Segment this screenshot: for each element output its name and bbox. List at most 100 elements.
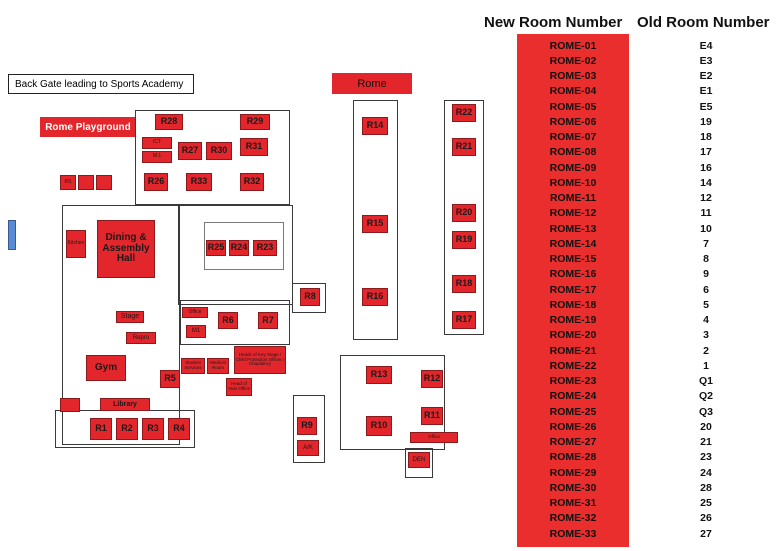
room-r10: R10 <box>366 416 392 436</box>
new-room-cell: ROME-06 <box>549 115 597 128</box>
new-room-cell: ROME-18 <box>549 298 597 311</box>
new-room-column <box>517 34 629 547</box>
stage: Stage <box>116 311 144 323</box>
old-room-cell: 14 <box>700 176 712 189</box>
new-room-cell: ROME-20 <box>549 329 597 342</box>
r8-block <box>292 283 326 313</box>
old-room-cell: 8 <box>703 253 709 265</box>
new-room-cell: ROME-11 <box>549 192 597 204</box>
new-room-cell: ROME-09 <box>549 161 597 174</box>
gym: Gym <box>86 355 126 381</box>
new-room-cell: ROME-15 <box>549 253 597 265</box>
new-room-cell: ROME-02 <box>549 54 597 67</box>
old-room-cell: 4 <box>703 314 709 326</box>
old-room-cell: Q3 <box>698 405 713 418</box>
old-room-cell: 27 <box>700 527 712 540</box>
new-room-cell: ROME-19 <box>549 314 597 326</box>
student-services: Student Services <box>181 358 205 374</box>
old-room-cell: E3 <box>699 54 713 67</box>
new-room-cell: ROME-33 <box>549 527 597 540</box>
room-r29: R29 <box>240 114 270 130</box>
room-r2: R2 <box>116 418 138 440</box>
room-r18: R18 <box>452 275 476 293</box>
corridor-block <box>180 300 290 345</box>
room-r12: R12 <box>421 370 443 388</box>
room-r32: R32 <box>240 173 264 191</box>
central-block <box>178 205 293 305</box>
library: Library <box>100 398 150 411</box>
south-east-block <box>340 355 445 450</box>
room-r9: R9 <box>297 417 317 435</box>
room-a-k: A/K <box>297 440 319 456</box>
new-room-cell: ROME-27 <box>549 436 597 448</box>
room-small-1: ICT <box>142 137 172 149</box>
room-tiny-b <box>78 175 94 190</box>
room-r30: R30 <box>206 142 232 160</box>
old-room-cell: E5 <box>699 100 713 113</box>
new-room-cell: ROME-03 <box>549 70 597 82</box>
room-r16: R16 <box>362 288 388 306</box>
new-room-cell: ROME-25 <box>549 405 597 418</box>
old-room-cell: 24 <box>700 466 712 479</box>
room-r3: R3 <box>142 418 164 440</box>
new-room-cell: ROME-32 <box>549 512 597 525</box>
old-room-cell: 3 <box>703 329 709 342</box>
old-room-cell: 17 <box>700 146 712 159</box>
new-room-cell: ROME-04 <box>549 85 597 98</box>
room-r11: R11 <box>421 407 443 425</box>
room-tiny-a: RS <box>60 175 76 190</box>
north-block <box>135 110 290 205</box>
room-r20: R20 <box>452 204 476 222</box>
new-room-cell: ROME-26 <box>549 420 597 433</box>
old-room-cell: 6 <box>703 283 709 296</box>
old-room-cell: 5 <box>703 298 709 311</box>
old-room-cell: 25 <box>700 497 712 509</box>
old-room-cell: 9 <box>703 268 709 281</box>
medical-room: Medical Room <box>207 358 229 374</box>
new-room-cell: ROME-12 <box>549 207 597 220</box>
room-r1: R1 <box>90 418 112 440</box>
new-room-cell: ROME-16 <box>549 268 597 281</box>
room-r13: R13 <box>366 366 392 384</box>
room-r8: R8 <box>300 288 320 306</box>
new-room-cell: ROME-23 <box>549 375 597 387</box>
old-room-cell: 20 <box>700 420 712 433</box>
kitchen: Kitchen <box>66 230 86 258</box>
room-r33: R33 <box>186 173 212 191</box>
playground-label: Rome Playground <box>40 117 136 137</box>
old-room-cell: 18 <box>700 131 712 143</box>
old-room-cell: 21 <box>700 436 712 448</box>
library-office <box>60 398 80 412</box>
old-room-header: Old Room Number <box>637 14 770 31</box>
room-r24: R24 <box>229 240 249 256</box>
room-r26: R26 <box>144 173 168 191</box>
room-r6: R6 <box>218 312 238 329</box>
entrance-marker <box>8 220 16 250</box>
old-room-cell: E4 <box>699 39 713 52</box>
room-r7: R7 <box>258 312 278 329</box>
r9-block <box>293 395 325 463</box>
new-room-cell: ROME-17 <box>549 283 597 296</box>
new-room-cell: ROME-07 <box>549 131 597 143</box>
head-of-year-office: Head of Year Office <box>226 378 252 396</box>
room-r27: R27 <box>178 142 202 160</box>
new-room-cell: ROME-08 <box>549 146 597 159</box>
back-gate-label: Back Gate leading to Sports Academy <box>8 74 194 94</box>
old-room-cell: 7 <box>703 237 709 250</box>
room-r4: R4 <box>168 418 190 440</box>
west-block <box>62 205 180 445</box>
new-room-cell: ROME-01 <box>549 39 597 52</box>
room-r15: R15 <box>362 215 388 233</box>
rome-label: Rome <box>332 73 412 94</box>
old-room-cell: 23 <box>700 451 712 464</box>
old-room-cell: 12 <box>700 192 712 204</box>
dining-hall: Dining & Assembly Hall <box>97 220 155 278</box>
new-room-cell: ROME-31 <box>549 497 597 509</box>
old-room-cell: 28 <box>700 481 712 494</box>
new-room-cell: ROME-22 <box>549 359 597 372</box>
old-room-cell: 16 <box>700 161 712 174</box>
old-room-cell: 19 <box>700 115 712 128</box>
new-room-cell: ROME-05 <box>549 100 597 113</box>
reprographics: Repro <box>126 332 156 344</box>
room-r5: R5 <box>160 370 180 388</box>
